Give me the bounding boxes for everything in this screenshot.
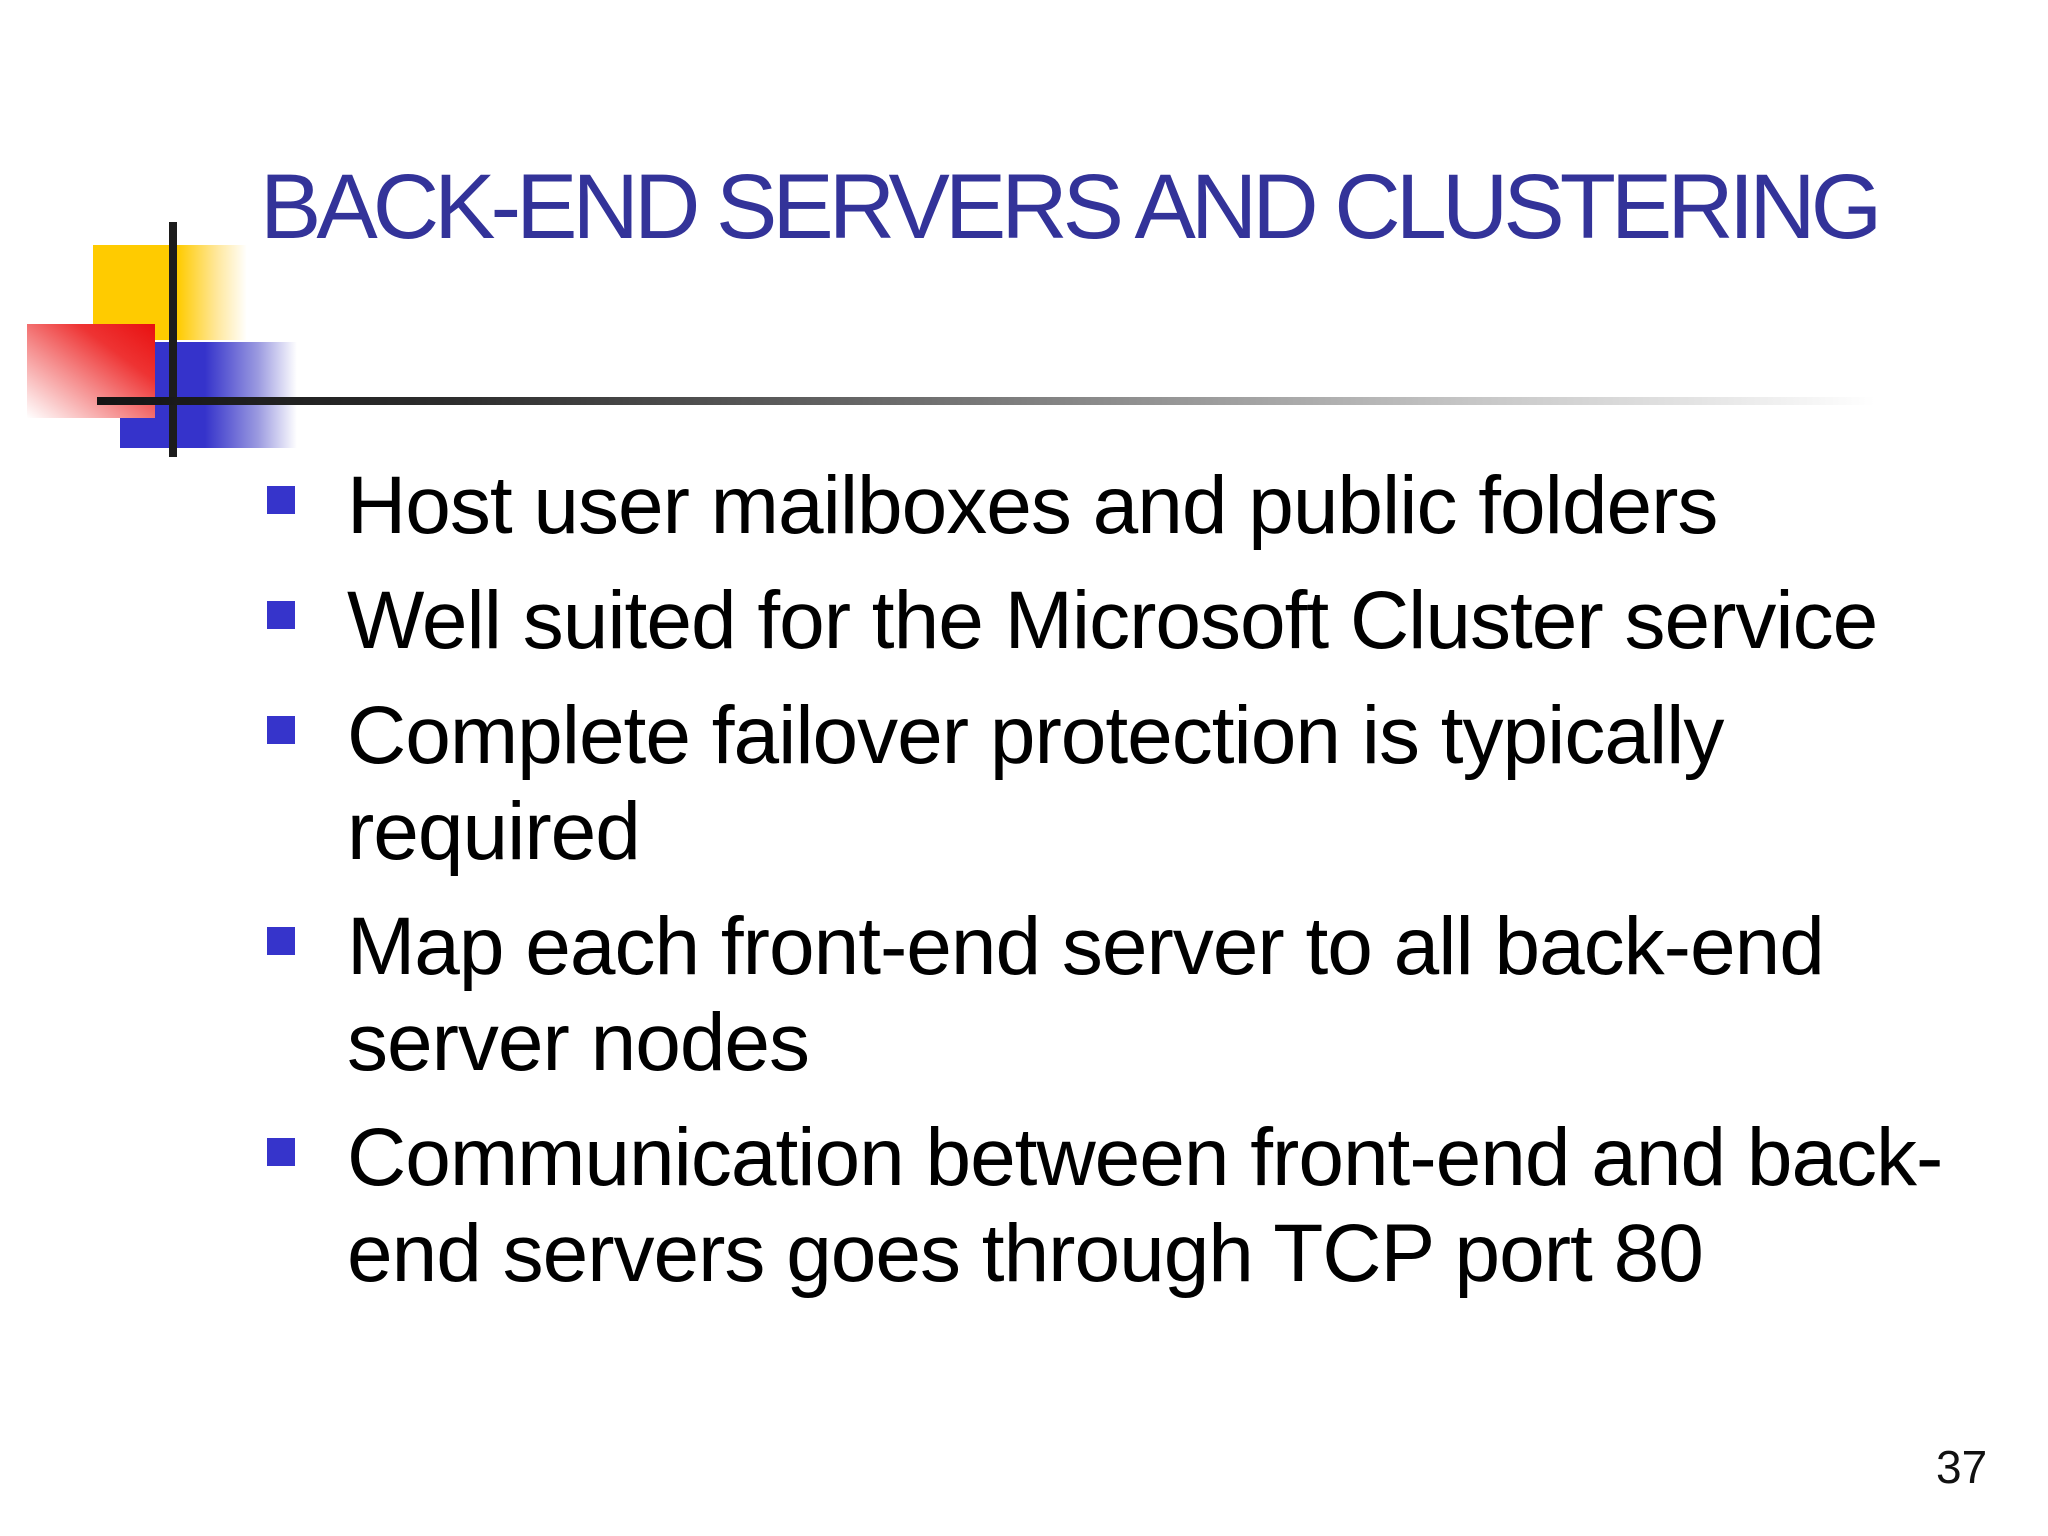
bullet-item: Host user mailboxes and public folders [267,458,1987,554]
bullet-line: Map each front-end server to all back-en… [347,901,1825,992]
bullet-square-icon [267,927,295,955]
bullet-text: Map each front-end server to all back-en… [347,899,1825,1091]
accent-vertical-rule [169,222,177,457]
title-divider-rule [97,397,1930,405]
bullet-text: Well suited for the Microsoft Cluster se… [347,573,1878,669]
bullet-line: server nodes [347,997,810,1088]
bullet-item: Map each front-end server to all back-en… [267,899,1987,1091]
bullet-line: Communication between front-end and back… [347,1112,1943,1203]
bullet-item: Communication between front-end and back… [267,1110,1987,1302]
bullet-square-icon [267,1138,295,1166]
bullet-square-icon [267,601,295,629]
bullet-text: Communication between front-end and back… [347,1110,1943,1302]
bullet-square-icon [267,716,295,744]
bullet-list: Host user mailboxes and public folders W… [267,458,1987,1321]
bullet-line: Host user mailboxes and public folders [347,460,1718,551]
bullet-line: Complete failover protection is typicall… [347,690,1724,781]
bullet-item: Well suited for the Microsoft Cluster se… [267,573,1987,669]
bullet-line: Well suited for the Microsoft Cluster se… [347,575,1878,666]
bullet-text: Complete failover protection is typicall… [347,688,1724,880]
slide-title: BACK-END SERVERS AND CLUSTERING [260,156,1882,258]
page-number: 37 [1936,1441,1988,1493]
bullet-line: end servers goes through TCP port 80 [347,1208,1704,1299]
bullet-square-icon [267,486,295,514]
bullet-text: Host user mailboxes and public folders [347,458,1718,554]
bullet-item: Complete failover protection is typicall… [267,688,1987,880]
bullet-line: required [347,786,641,877]
